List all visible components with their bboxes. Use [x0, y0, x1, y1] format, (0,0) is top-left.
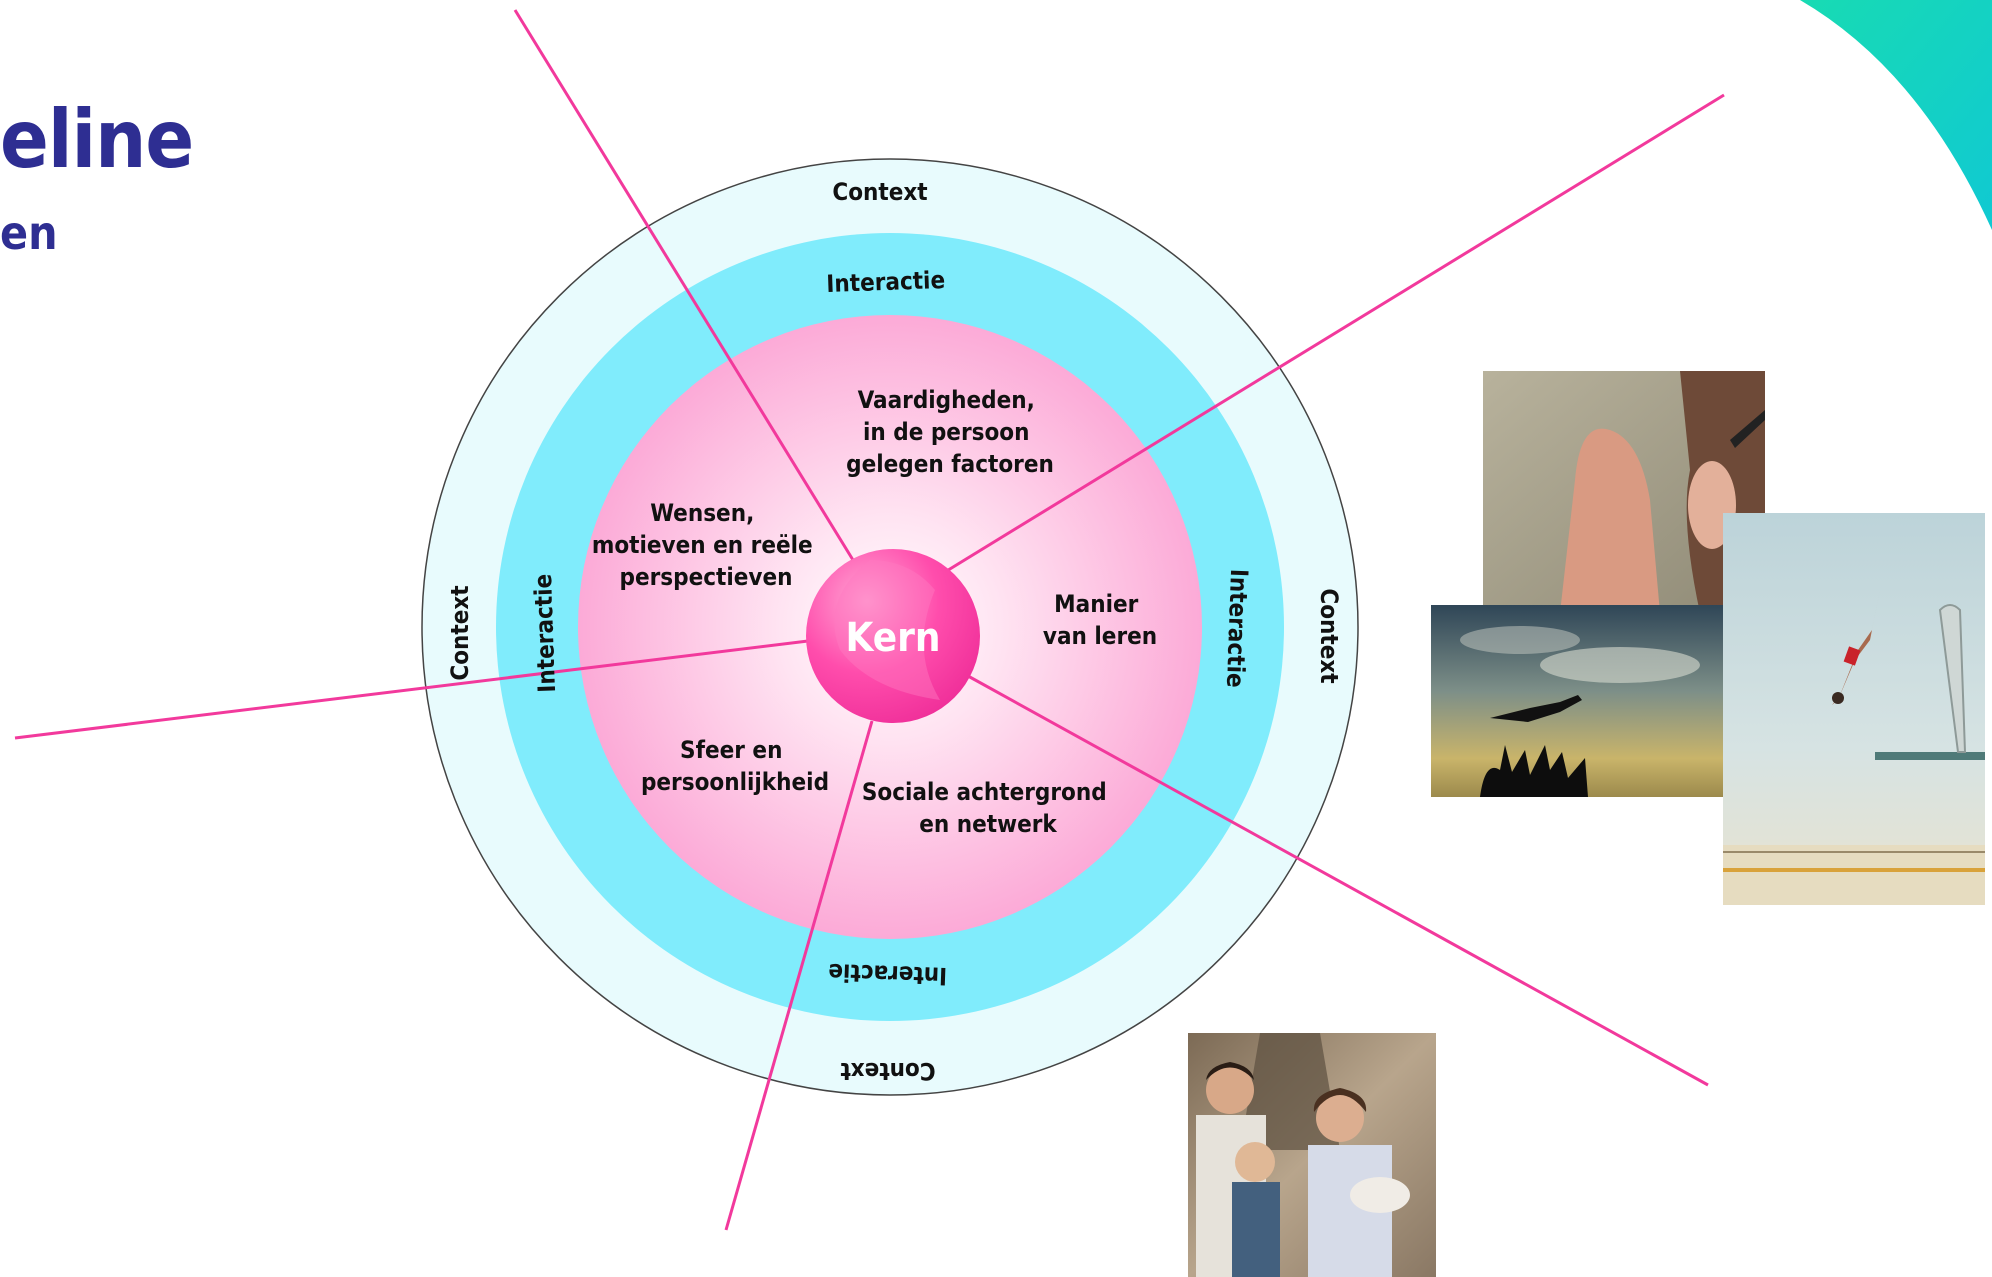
- spoke-top-right: [944, 93, 1725, 574]
- corner-accent-shape: [1800, 0, 1992, 230]
- core-circle: [806, 549, 980, 723]
- segment-label-social: Sociale achtergrond en netwerk: [862, 778, 1114, 838]
- segment-label-skills: Vaardigheden, in de persoon gelegen fact…: [846, 386, 1054, 478]
- diving-board: [1875, 752, 1985, 760]
- segment-label-learning: Manier van leren: [1043, 590, 1157, 650]
- context-label-left: Context: [446, 585, 474, 680]
- hand-shape: [1560, 428, 1660, 613]
- segment-label-personality: Sfeer en persoonlijkheid: [641, 736, 829, 796]
- diver-head: [1832, 692, 1844, 704]
- context-label-right: Context: [1315, 588, 1343, 683]
- father-face: [1206, 1066, 1254, 1114]
- core-label: Kern: [846, 615, 941, 661]
- child-clothes: [1232, 1182, 1280, 1277]
- mother-face: [1316, 1094, 1364, 1142]
- interaction-label-left: Interactie: [529, 573, 561, 693]
- cloud-shape: [1540, 647, 1700, 683]
- context-label-top: Context: [832, 178, 927, 206]
- photo-family: [1188, 1033, 1436, 1277]
- diver-swimsuit: [1843, 646, 1861, 666]
- core-highlight: [834, 560, 940, 700]
- photo-diver: [1723, 513, 1985, 905]
- diving-tower: [1938, 604, 1967, 753]
- spokes: [14, 9, 1725, 1231]
- interaction-label-bottom: Interactie: [828, 958, 948, 990]
- tossed-person-silhouette: [1490, 695, 1582, 722]
- page-title: eline: [0, 93, 194, 186]
- father-hair: [1206, 1062, 1254, 1080]
- baby-bundle: [1350, 1177, 1410, 1213]
- spoke-left: [14, 639, 809, 740]
- context-label-bottom: Context: [840, 1057, 935, 1085]
- crowd-silhouette: [1480, 745, 1588, 797]
- pool-edge: [1723, 845, 1985, 905]
- interaction-label-right: Interactie: [1221, 568, 1253, 688]
- photo-listening: [1483, 371, 1765, 613]
- spoke-top-left: [513, 9, 855, 561]
- glasses-arm: [1730, 410, 1765, 448]
- cloud-shape-2: [1460, 626, 1580, 654]
- interaction-label-top: Interactie: [826, 266, 946, 298]
- child-face: [1235, 1142, 1275, 1182]
- photo-crowd-toss: [1431, 605, 1724, 797]
- mother-hair: [1313, 1088, 1367, 1112]
- page-subtitle: en: [0, 206, 58, 260]
- spoke-bottom-right: [967, 674, 1709, 1087]
- spoke-bottom: [724, 720, 874, 1231]
- segment-label-wishes: Wensen, motieven en reële perspectieven: [592, 499, 820, 591]
